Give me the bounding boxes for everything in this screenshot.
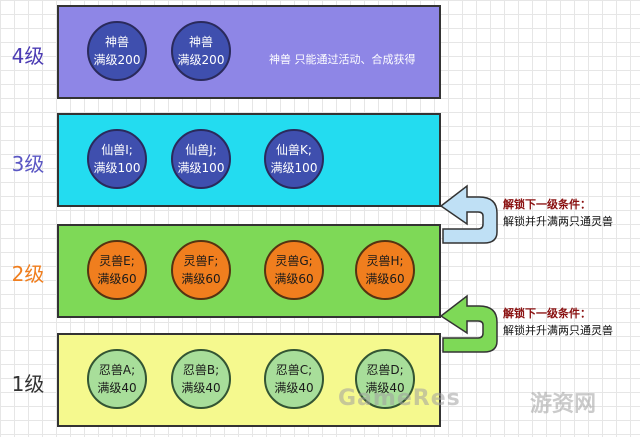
beast-name: 灵兽F; [183,254,219,268]
beast-max-level: 满级40 [274,381,314,395]
condition-title: 解锁下一级条件： [503,307,591,320]
beast-name: 灵兽H; [366,254,404,268]
condition-desc: 解锁并升满两只通灵兽 [503,215,613,228]
beast-name: 仙兽I; [101,143,133,157]
beast-name: 忍兽A; [98,363,136,377]
beast-max-level: 满级60 [365,272,405,286]
beast-name: 忍兽C; [275,363,313,377]
beast-max-level: 满级60 [97,272,137,286]
beast-node: 灵兽H; 满级60 [355,240,415,300]
beast-name: 忍兽B; [182,363,220,377]
beast-name: 灵兽E; [99,254,135,268]
beast-max-level: 满级100 [93,161,141,175]
beast-max-level: 满级40 [181,381,221,395]
beast-max-level: 满级200 [177,53,225,67]
unlock-condition-1-to-2: 解锁下一级条件： 解锁并升满两只通灵兽 [503,305,613,339]
beast-node: 忍兽A; 满级40 [87,349,147,409]
beast-node: 仙兽J; 满级100 [171,129,231,189]
beast-node: 神兽满级200 [87,21,147,81]
beast-max-level: 满级40 [365,381,405,395]
beast-node: 忍兽D; 满级40 [355,349,415,409]
condition-title: 解锁下一级条件： [503,198,591,211]
tier-label: 4级 [11,44,45,68]
tier-box: 仙兽I; 满级100 仙兽J; 满级100 仙兽K; 满级100 [57,113,441,207]
watermark-youzi: 游资网 [530,392,597,417]
tier-box: 忍兽A; 满级40 忍兽B; 满级40 忍兽C; 满级40 忍兽D; 满级40 [57,333,441,427]
unlock-arrow-2-to-3 [439,184,498,244]
beast-max-level: 满级60 [181,272,221,286]
unlock-arrow-1-to-2 [439,294,498,353]
beast-name: 灵兽G; [275,254,313,268]
beast-max-level: 满级100 [270,161,318,175]
tier-label: 2级 [11,262,45,286]
beast-node: 灵兽F; 满级60 [171,240,231,300]
tier-label: 3级 [11,152,45,176]
watermark-gameres: GameRes [338,386,461,411]
condition-desc: 解锁并升满两只通灵兽 [503,324,613,337]
beast-max-level: 满级40 [97,381,137,395]
tier-box: 灵兽E; 满级60 灵兽F; 满级60 灵兽G; 满级60 灵兽H; 满级60 [57,224,441,318]
beast-name: 忍兽D; [366,363,404,377]
beast-name: 仙兽K; [276,143,312,157]
beast-node: 忍兽C; 满级40 [264,349,324,409]
beast-node: 仙兽I; 满级100 [87,129,147,189]
beast-node: 灵兽E; 满级60 [87,240,147,300]
tier-note: 神兽 只能通过活动、合成获得 [269,53,416,66]
beast-node: 忍兽B; 满级40 [171,349,231,409]
beast-name: 神兽 [104,35,129,49]
unlock-condition-2-to-3: 解锁下一级条件： 解锁并升满两只通灵兽 [503,196,613,230]
beast-max-level: 满级100 [177,161,225,175]
beast-node: 仙兽K; 满级100 [264,129,324,189]
beast-max-level: 满级60 [274,272,314,286]
beast-node: 灵兽G; 满级60 [264,240,324,300]
beast-name: 神兽 [188,35,213,49]
beast-name: 仙兽J; [185,143,217,157]
tier-label: 1级 [11,372,45,396]
beast-node: 神兽满级200 [171,21,231,81]
beast-max-level: 满级200 [93,53,141,67]
